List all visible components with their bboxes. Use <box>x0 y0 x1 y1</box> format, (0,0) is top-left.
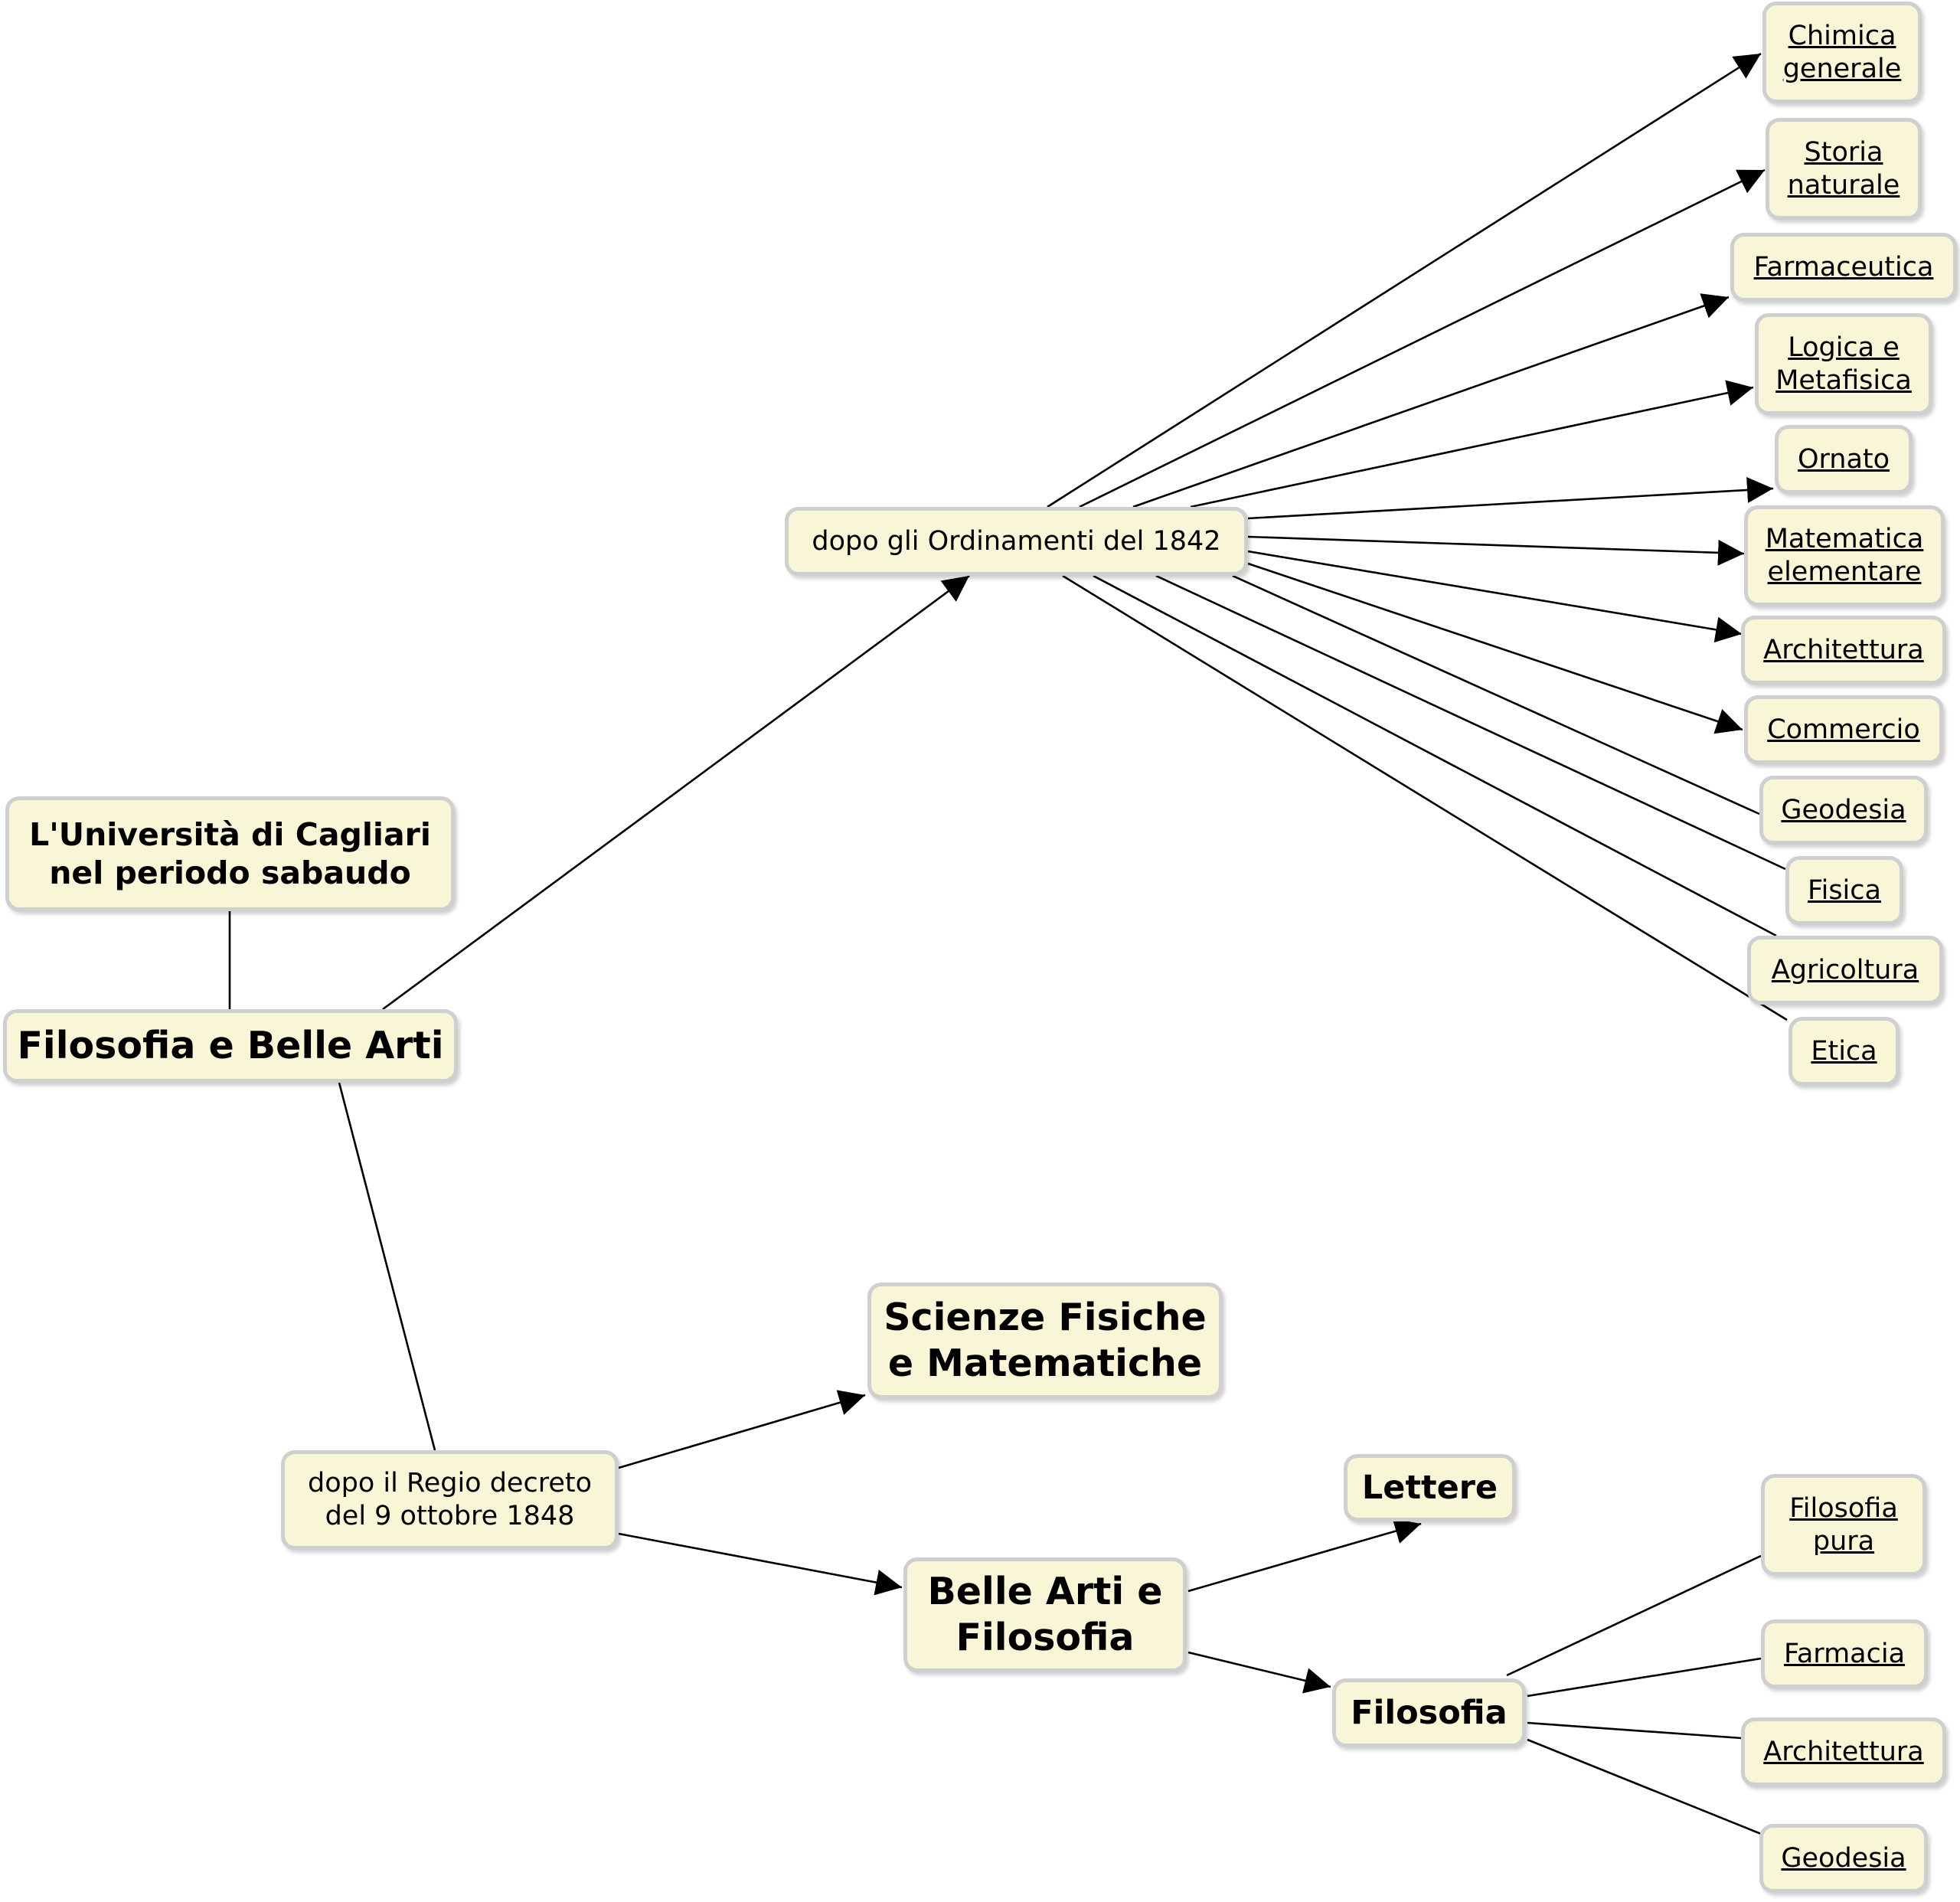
course-etica[interactable]: Etica <box>1788 1017 1900 1086</box>
edge-1842-agricoltura <box>1093 574 1777 937</box>
node-dopo-1842-label: dopo gli Ordinamenti del 1842 <box>812 525 1221 557</box>
course-architettura-label[interactable]: Architettura <box>1763 634 1924 665</box>
course-etica-label[interactable]: Etica <box>1811 1035 1877 1067</box>
course-geodesia-label[interactable]: Geodesia <box>1781 794 1906 825</box>
node-dopo-1848: dopo il Regio decreto del 9 ottobre 1848 <box>281 1450 619 1550</box>
edge-bellearti-filosofia <box>1187 1651 1331 1694</box>
edge-1842-ornato <box>1247 476 1774 520</box>
node-filosofia: Filosofia <box>1332 1678 1526 1747</box>
edge-1842-farmaceutica <box>1132 293 1730 508</box>
course-filosofia-architettura-label[interactable]: Architettura <box>1763 1736 1924 1767</box>
edge-1842-logica <box>1190 380 1754 508</box>
edge-1842-chimica <box>1047 52 1762 508</box>
node-root: L'Università di Cagliari nel periodo sab… <box>5 796 455 911</box>
course-ornato-label[interactable]: Ornato <box>1797 443 1890 475</box>
edge-1848-scienze <box>618 1390 866 1469</box>
edge-faculty-to-1842 <box>382 574 970 1011</box>
edge-faculty-to-1848 <box>338 1082 436 1451</box>
course-farmacia-label[interactable]: Farmacia <box>1783 1638 1906 1669</box>
course-storia-naturale[interactable]: Storia naturale <box>1766 118 1922 220</box>
course-matematica-elementare[interactable]: Matematica elementare <box>1744 505 1945 606</box>
course-logica-e-metafisica[interactable]: Logica e Metafisica <box>1755 313 1932 415</box>
course-farmacia[interactable]: Farmacia <box>1761 1619 1928 1688</box>
course-filosofia-pura[interactable]: Filosofia pura <box>1761 1474 1926 1576</box>
course-commercio-label[interactable]: Commercio <box>1767 714 1920 745</box>
edge-filosofia-farmacia <box>1527 1657 1762 1698</box>
edge-bellearti-lettere <box>1187 1518 1422 1593</box>
course-filosofia-geodesia[interactable]: Geodesia <box>1759 1824 1928 1893</box>
edge-1848-belle-arti <box>618 1532 903 1596</box>
course-logica-e-metafisica-label[interactable]: Logica e Metafisica <box>1775 332 1912 396</box>
course-storia-naturale-label[interactable]: Storia naturale <box>1787 136 1900 201</box>
course-chimica-generale[interactable]: Chimica generale <box>1762 2 1922 103</box>
edge-filosofia-pura <box>1506 1554 1762 1677</box>
course-filosofia-architettura[interactable]: Architettura <box>1741 1717 1946 1786</box>
node-lettere: Lettere <box>1344 1454 1516 1521</box>
node-lettere-label: Lettere <box>1361 1468 1498 1507</box>
edge-filosofia-geodesia <box>1527 1738 1762 1835</box>
node-filosofia-label: Filosofia <box>1351 1693 1508 1732</box>
node-dopo-1842: dopo gli Ordinamenti del 1842 <box>785 507 1248 576</box>
node-root-label: L'Università di Cagliari nel periodo sab… <box>29 815 431 891</box>
course-chimica-generale-label[interactable]: Chimica generale <box>1782 20 1902 84</box>
course-matematica-elementare-label[interactable]: Matematica elementare <box>1765 524 1924 587</box>
node-filosofia-e-belle-arti: Filosofia e Belle Arti <box>3 1009 458 1083</box>
edge-1842-storia <box>1079 168 1766 508</box>
edge-1842-fisica <box>1155 574 1786 871</box>
course-fisica[interactable]: Fisica <box>1785 856 1903 925</box>
node-scienze-fisiche: Scienze Fisiche e Matematiche <box>867 1283 1223 1399</box>
edge-1842-etica <box>1062 574 1788 1021</box>
edge-1842-commercio <box>1247 562 1743 734</box>
course-farmaceutica[interactable]: Farmaceutica <box>1730 233 1957 302</box>
course-agricoltura[interactable]: Agricoltura <box>1747 936 1943 1005</box>
edge-1842-geodesia <box>1232 574 1760 815</box>
course-fisica-label[interactable]: Fisica <box>1808 874 1881 906</box>
course-geodesia[interactable]: Geodesia <box>1759 776 1928 845</box>
course-agricoltura-label[interactable]: Agricoltura <box>1771 954 1919 985</box>
course-architettura[interactable]: Architettura <box>1741 616 1946 685</box>
node-filosofia-e-belle-arti-label: Filosofia e Belle Arti <box>17 1024 444 1068</box>
course-filosofia-geodesia-label[interactable]: Geodesia <box>1781 1842 1906 1874</box>
edge-1842-matematica <box>1247 535 1745 566</box>
node-dopo-1848-label: dopo il Regio decreto del 9 ottobre 1848 <box>307 1468 592 1531</box>
course-farmaceutica-label[interactable]: Farmaceutica <box>1753 251 1934 283</box>
edge-1842-architettura <box>1247 550 1743 643</box>
node-belle-arti-e-filosofia-label: Belle Arti e Filosofia <box>927 1570 1163 1659</box>
edge-filosofia-architettura <box>1527 1721 1743 1740</box>
node-scienze-fisiche-label: Scienze Fisiche e Matematiche <box>884 1296 1207 1385</box>
node-belle-arti-e-filosofia: Belle Arti e Filosofia <box>903 1557 1187 1672</box>
course-ornato[interactable]: Ornato <box>1775 425 1913 494</box>
course-commercio[interactable]: Commercio <box>1744 695 1943 764</box>
course-filosofia-pura-label[interactable]: Filosofia pura <box>1789 1492 1898 1557</box>
